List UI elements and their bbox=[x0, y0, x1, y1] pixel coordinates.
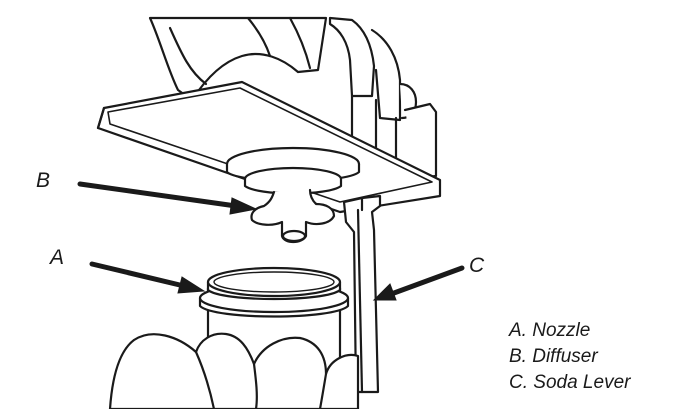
arrow-b bbox=[77, 181, 258, 215]
hand bbox=[108, 332, 360, 409]
arrow-a bbox=[89, 261, 206, 294]
legend-item-diffuser: B. Diffuser bbox=[509, 346, 598, 367]
callout-label-a: A bbox=[50, 246, 65, 269]
upper-housing bbox=[148, 16, 438, 180]
mounting-plate bbox=[96, 80, 442, 214]
parts-legend: A. Nozzle B. Diffuser C. Soda Lever bbox=[509, 318, 630, 396]
callout-label-b: B bbox=[36, 169, 51, 192]
legend-item-soda-lever: C. Soda Lever bbox=[509, 372, 631, 393]
diffuser bbox=[225, 146, 361, 244]
legend-item-nozzle: A. Nozzle bbox=[509, 320, 591, 341]
soda-lever bbox=[342, 194, 382, 394]
callout-label-c: C bbox=[469, 254, 485, 277]
arrow-c bbox=[372, 265, 465, 301]
